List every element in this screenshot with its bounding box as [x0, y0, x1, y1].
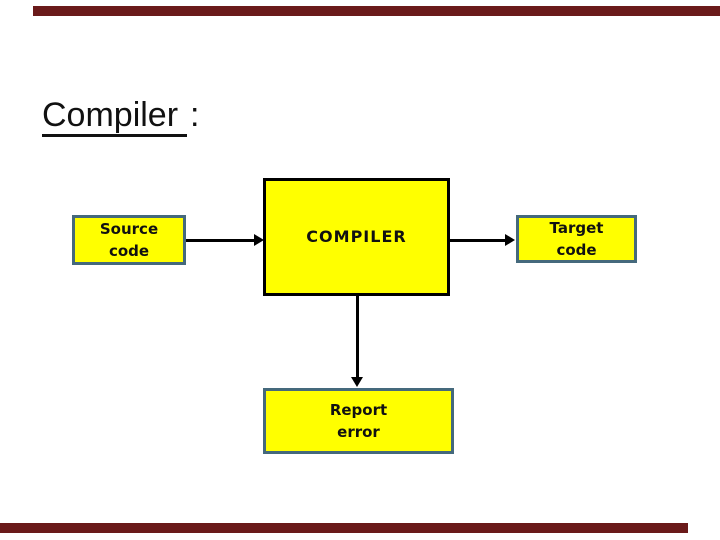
source-code-box: Source code [72, 215, 186, 265]
report-error-line2: error [337, 423, 380, 441]
arrow-compiler-to-report-line [356, 296, 359, 378]
compiler-label: COMPILER [306, 227, 407, 246]
target-code-box: Target code [516, 215, 637, 263]
title-text: Compiler [42, 97, 188, 137]
arrow-compiler-to-target-head-icon [505, 234, 515, 246]
source-code-line2: code [108, 242, 150, 260]
arrow-compiler-to-report-head-icon [351, 377, 363, 387]
source-code-line1: Source [99, 220, 159, 238]
arrow-source-to-compiler-line [186, 239, 256, 242]
bottom-border-bar [0, 523, 688, 533]
title-colon: : [190, 96, 200, 134]
compiler-box: COMPILER [263, 178, 450, 296]
target-code-line1: Target [549, 219, 604, 237]
arrow-source-to-compiler-head-icon [254, 234, 264, 246]
page-title: Compiler: [42, 97, 200, 137]
top-border-bar [33, 6, 720, 16]
report-error-box: Report error [263, 388, 454, 454]
report-error-line1: Report [329, 401, 388, 419]
arrow-compiler-to-target-line [450, 239, 507, 242]
target-code-line2: code [556, 241, 597, 259]
